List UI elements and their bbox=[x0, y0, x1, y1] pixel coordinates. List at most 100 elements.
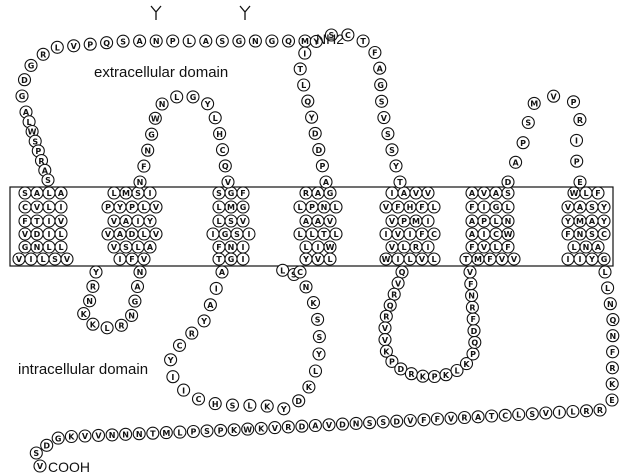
tm1-residue-3-4: V bbox=[55, 215, 67, 227]
tm1-residue-6-4: S bbox=[49, 253, 61, 265]
n-tail-residue-18-letter: G bbox=[28, 62, 35, 71]
c-tail-residue-7: L bbox=[513, 409, 525, 421]
tm5-residue-4-1-letter: I bbox=[385, 230, 388, 239]
tm7-residue-3-1-letter: Y bbox=[564, 217, 571, 226]
e2-residue-4: G bbox=[146, 128, 158, 140]
tm6-residue-6-3-letter: F bbox=[487, 255, 492, 264]
tm6-residue-1-1-letter: A bbox=[469, 189, 476, 198]
i2-residue-13: L bbox=[244, 399, 256, 411]
e3-residue-2-letter: P bbox=[319, 162, 325, 171]
i2-residue-11-letter: H bbox=[212, 400, 219, 409]
tm6-residue-5-4: F bbox=[502, 241, 514, 253]
e4-residue-8-letter: R bbox=[577, 116, 583, 125]
e4-residue-6-letter: V bbox=[550, 92, 557, 101]
tm1-residue-4-2-letter: D bbox=[34, 230, 41, 239]
e2-residue-7-letter: L bbox=[174, 93, 179, 102]
tm7-residue-2-4-letter: Y bbox=[600, 203, 607, 212]
tm7-residue-2-2-letter: A bbox=[577, 203, 584, 212]
i2-residue-8-letter: I bbox=[171, 373, 174, 382]
c-tail-residue-9: T bbox=[486, 410, 498, 422]
e3-residue-20: S bbox=[386, 144, 398, 156]
c-tail-residue-34: T bbox=[147, 427, 159, 439]
tm4-residue-6-3: L bbox=[324, 253, 336, 265]
i2-residue-15: Y bbox=[278, 403, 290, 415]
tm1-residue-3-1-letter: F bbox=[22, 217, 27, 226]
tm3-residue-4-3-letter: S bbox=[234, 230, 240, 239]
tm5-residue-1-2-letter: A bbox=[401, 189, 408, 198]
n-tail-residue-20-letter: G bbox=[19, 92, 26, 101]
i2-residue-23: N bbox=[300, 281, 312, 293]
tm5-residue-1-1: I bbox=[386, 187, 398, 199]
i3-residue-18-letter: Q bbox=[471, 339, 478, 348]
c-tail-residue-4-letter: I bbox=[558, 409, 561, 418]
e2-residue-12: C bbox=[217, 144, 229, 156]
i3-residue-18: Q bbox=[469, 336, 481, 348]
e4-residue-2: A bbox=[510, 156, 522, 168]
tm2-residue-1-4: I bbox=[144, 187, 156, 199]
tm3-residue-2-1: L bbox=[213, 201, 225, 213]
tm4-residue-4-3-letter: T bbox=[321, 230, 327, 239]
tm7-residue-6-4: G bbox=[598, 253, 610, 265]
tm2-residue-4-4-letter: L bbox=[141, 230, 146, 239]
tm5-residue-6-1: W bbox=[380, 253, 392, 265]
tm2-residue-4-2: A bbox=[114, 228, 126, 240]
tm7-residue-5-3: A bbox=[592, 241, 604, 253]
e2-residue-6-letter: N bbox=[159, 100, 166, 109]
i3-residue-8-letter: K bbox=[383, 347, 390, 356]
tm2-residue-1-2: M bbox=[120, 187, 132, 199]
i2-residue-3-letter: A bbox=[207, 301, 214, 310]
tm1-residue-4-4: L bbox=[55, 228, 67, 240]
tm4-residue-3-2: A bbox=[312, 215, 324, 227]
tm5-residue-5-1-letter: V bbox=[389, 243, 396, 252]
tm1-residue-3-1: F bbox=[19, 215, 31, 227]
tm4-residue-6-1: Y bbox=[300, 253, 312, 265]
e3-residue-18: V bbox=[378, 112, 390, 124]
tm7-residue-1-2: L bbox=[580, 187, 592, 199]
tm1-residue-2-2-letter: V bbox=[34, 203, 41, 212]
e3-residue-13: T bbox=[357, 35, 369, 47]
tm2-residue-2-5-letter: V bbox=[153, 203, 160, 212]
tm2-residue-5-3-letter: L bbox=[135, 243, 140, 252]
i3-residue-14-letter: K bbox=[443, 371, 450, 380]
tm5-residue-1-3-letter: V bbox=[413, 189, 420, 198]
i3-residue-5-letter: R bbox=[383, 313, 389, 322]
c-tail-residue-27: W bbox=[242, 423, 254, 435]
c-tail-residue-2: R bbox=[581, 405, 593, 417]
n-tail-residue-7: A bbox=[200, 35, 212, 47]
e2-residue-1-letter: N bbox=[137, 178, 144, 187]
tm5-residue-3-4-letter: I bbox=[427, 217, 430, 226]
tm6-residue-2-3: G bbox=[490, 201, 502, 213]
i2-residue-18-letter: L bbox=[313, 367, 318, 376]
i2-residue-9: I bbox=[178, 384, 190, 396]
tm1-residue-3-2-letter: T bbox=[34, 217, 40, 226]
i2-residue-16-letter: D bbox=[295, 397, 302, 406]
tm2-residue-1-1: L bbox=[108, 187, 120, 199]
n-tail-residue-11-letter: A bbox=[136, 37, 143, 46]
tm5-residue-2-5: L bbox=[428, 201, 440, 213]
tm1-residue-2-3: L bbox=[43, 201, 55, 213]
c-tail-residue-41-letter: G bbox=[55, 434, 62, 443]
tm2-residue-2-1: P bbox=[102, 201, 114, 213]
c-tail-residue-18-letter: S bbox=[367, 419, 373, 428]
tm6-residue-2-1-letter: F bbox=[469, 203, 474, 212]
i2-residue-15-letter: Y bbox=[280, 405, 287, 414]
tm4-residue-6-2: V bbox=[312, 253, 324, 265]
tm5-residue-6-4: V bbox=[416, 253, 428, 265]
tm5-residue-2-3-letter: H bbox=[407, 203, 414, 212]
tm1-residue-5-3: L bbox=[43, 241, 55, 253]
e3-residue-17-letter: S bbox=[379, 98, 385, 107]
tm5-residue-1-4-letter: V bbox=[425, 189, 432, 198]
c-tail-residue-13: F bbox=[431, 413, 443, 425]
i2-residue-10-letter: C bbox=[196, 395, 202, 404]
tm6-residue-1-3-letter: A bbox=[493, 189, 500, 198]
i2-residue-7: Y bbox=[165, 354, 177, 366]
c-tail-residue-30: S bbox=[201, 425, 213, 437]
tm7-residue-5-2: N bbox=[580, 241, 592, 253]
n-tail-residue-19: D bbox=[19, 74, 31, 86]
i2-residue-6-letter: C bbox=[177, 342, 183, 351]
tm6-residue-2-2: I bbox=[478, 201, 490, 213]
i2-residue-9-letter: I bbox=[182, 386, 185, 395]
c-tail-residue-9-letter: T bbox=[489, 412, 495, 421]
tm4-residue-3-1-letter: A bbox=[303, 217, 310, 226]
i2-residue-5: R bbox=[186, 327, 198, 339]
